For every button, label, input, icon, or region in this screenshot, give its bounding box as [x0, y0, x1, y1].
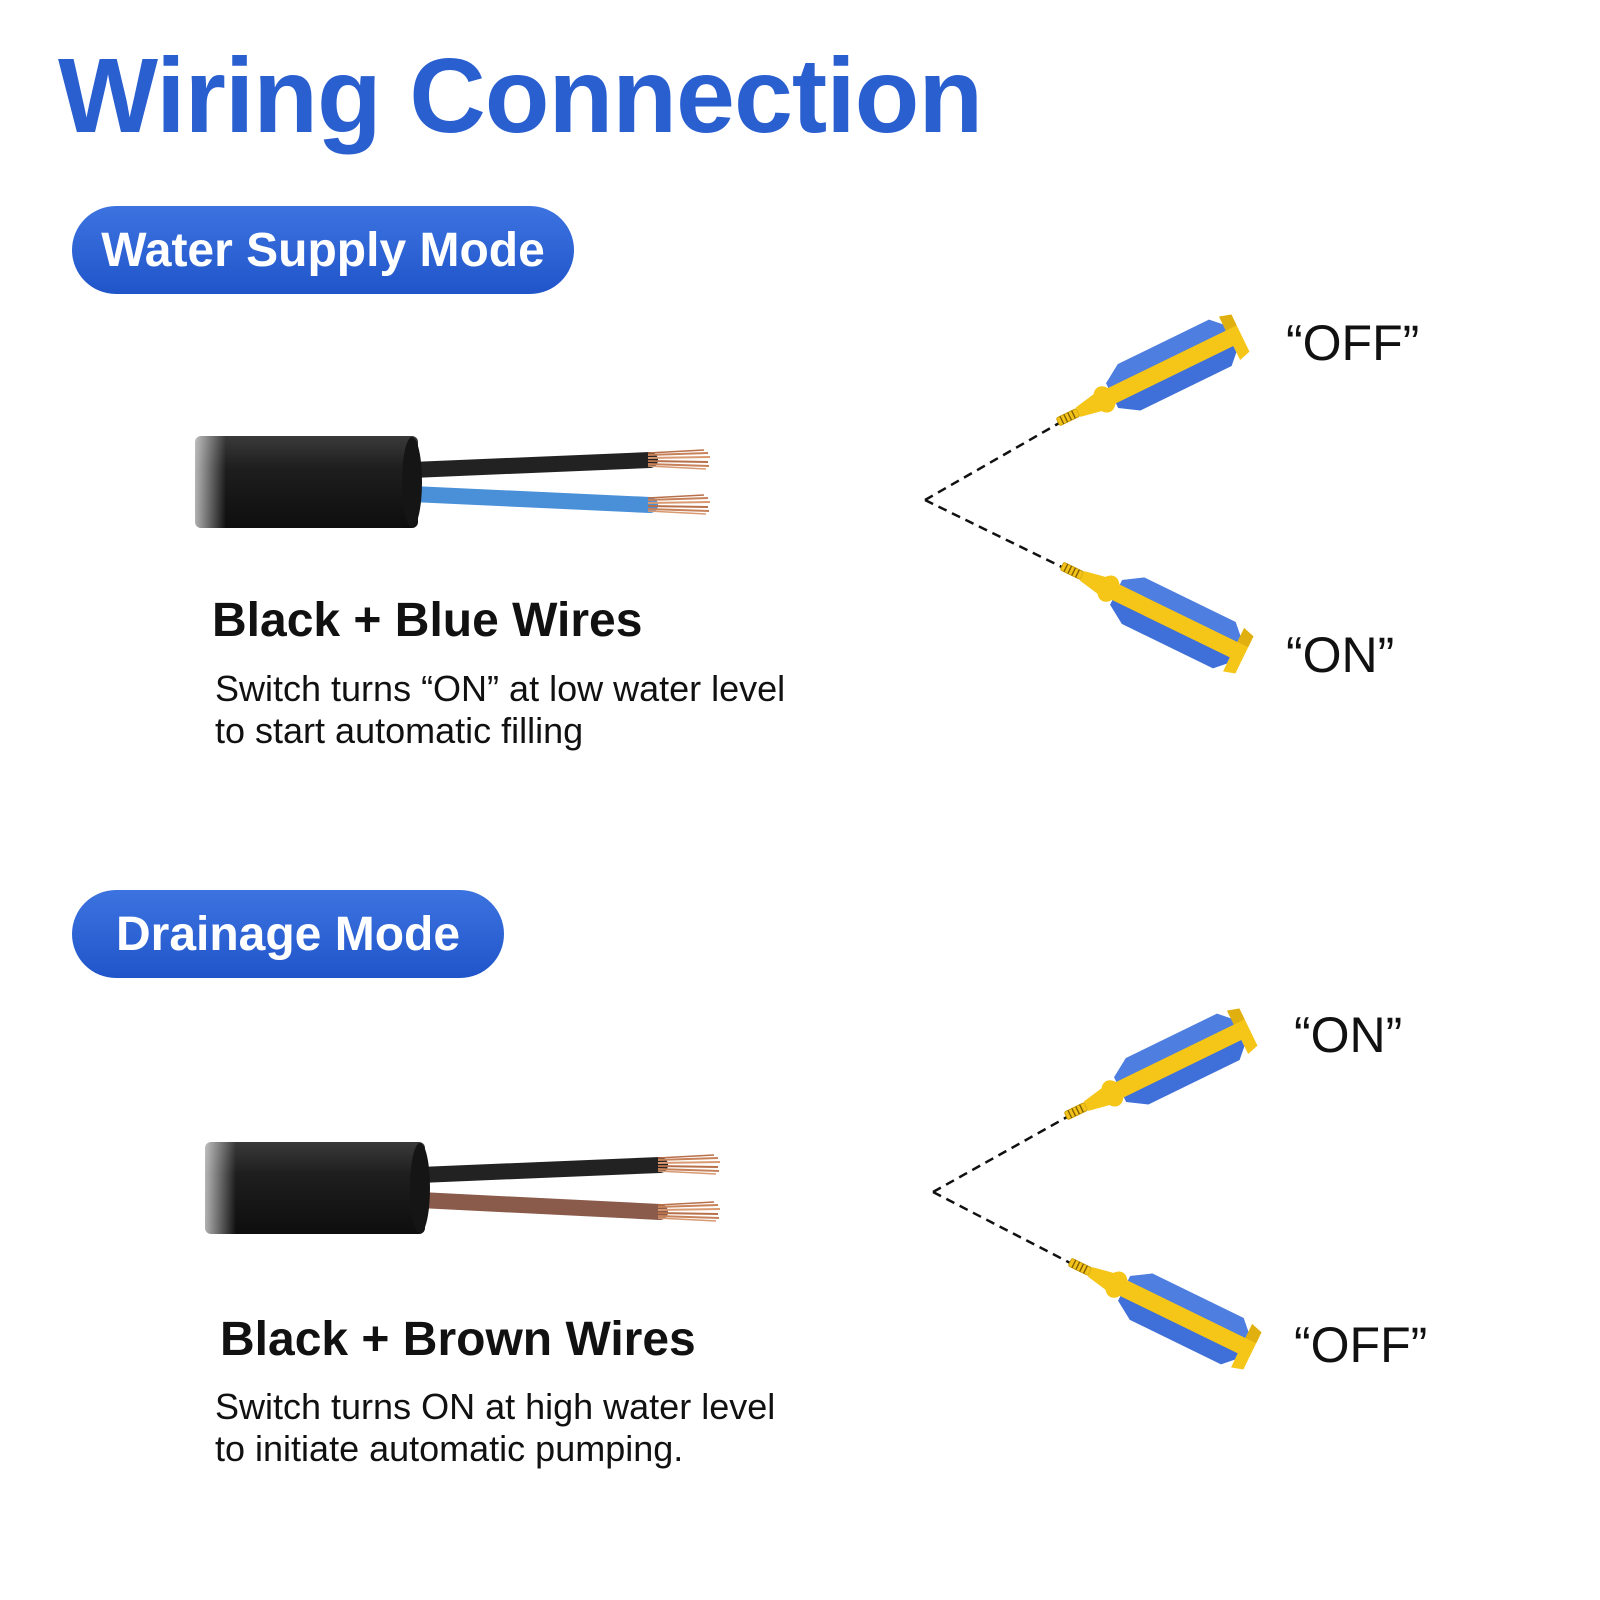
float-switch-supply-lower	[1050, 542, 1257, 679]
page-title: Wiring Connection	[58, 37, 983, 155]
state-label-supply-lower: “ON”	[1286, 627, 1395, 683]
cable-black-blue	[180, 430, 711, 534]
state-label-drain-lower: “OFF”	[1294, 1317, 1428, 1373]
wires-label-drain: Black + Brown Wires	[220, 1313, 696, 1366]
float-switch-drain-upper	[1054, 1003, 1261, 1140]
description-line: to initiate automatic pumping.	[215, 1428, 684, 1469]
cable-black-brown	[190, 1136, 721, 1240]
wires-label-supply: Black + Blue Wires	[212, 594, 643, 647]
description-line: to start automatic filling	[215, 710, 584, 751]
blue-wire	[404, 486, 658, 513]
water-supply-mode-badge: Water Supply Mode	[72, 206, 574, 294]
drainage-mode-badge: Drainage Mode	[72, 890, 504, 978]
brown-wire	[412, 1192, 668, 1220]
description-supply: Switch turns “ON” at low water level to …	[215, 668, 785, 752]
description-drain: Switch turns ON at high water level to i…	[215, 1386, 775, 1470]
float-switch-supply-upper	[1046, 309, 1253, 446]
description-line: Switch turns ON at high water level	[215, 1386, 776, 1427]
description-line: Switch turns “ON” at low water level	[215, 668, 786, 709]
state-label-drain-upper: “ON”	[1294, 1007, 1403, 1063]
float-cord-lines-supply	[924, 416, 1069, 572]
state-label-supply-upper: “OFF”	[1286, 315, 1420, 371]
float-cord-lines-drain	[932, 1110, 1077, 1268]
float-switch-drain-lower	[1058, 1238, 1265, 1375]
